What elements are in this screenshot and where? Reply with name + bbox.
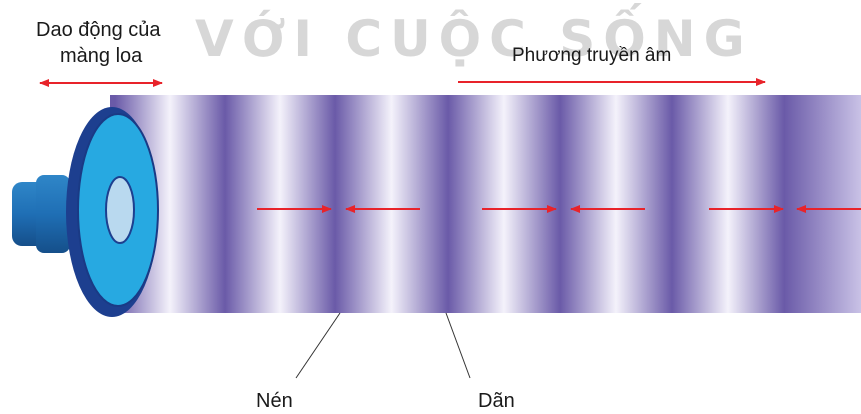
speaker	[12, 107, 159, 317]
speaker-dust-cap	[105, 176, 135, 244]
direction-label: Phương truyền âm	[512, 45, 671, 66]
sound-wave-tube	[110, 95, 861, 313]
membrane-label-line1: Dao động của	[36, 19, 161, 41]
compression-label: Nén	[256, 390, 293, 412]
speaker-neck	[36, 175, 70, 253]
rarefaction-label: Dãn	[478, 390, 515, 412]
membrane-label-line2: màng loa	[60, 45, 143, 67]
watermark-text: VỚI CUỘC SỐNG	[195, 3, 753, 68]
speaker-cone-edge	[77, 113, 159, 307]
rarefaction-pointer-line	[445, 312, 471, 379]
compression-pointer-line	[295, 312, 341, 379]
